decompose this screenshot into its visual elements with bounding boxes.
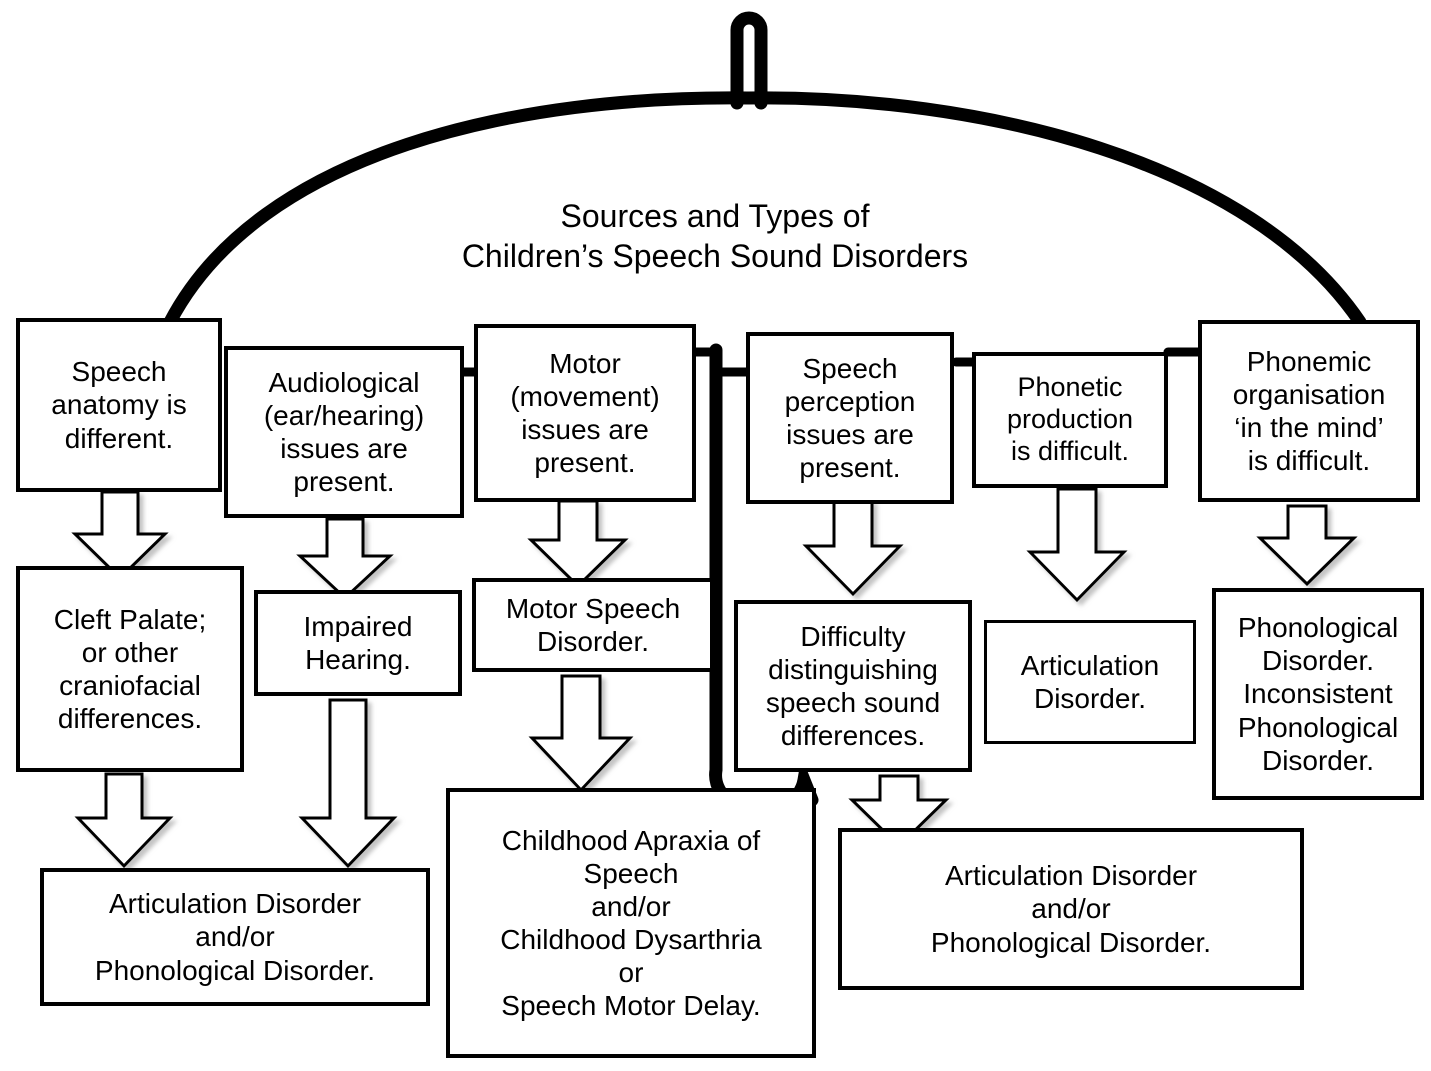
intermediate-box-articulation-disorder[interactable]: Articulation Disorder. xyxy=(984,620,1196,744)
arrow-motor-to-msd-icon xyxy=(527,499,629,589)
outcome-box-middle[interactable]: Childhood Apraxia of Speech and/or Child… xyxy=(446,788,816,1058)
arrow-phonetic-to-articulation-icon xyxy=(1026,487,1128,603)
arrow-perception-to-difficulty-icon xyxy=(802,499,904,597)
arrow-msd-to-outcome-icon xyxy=(528,674,634,793)
intermediate-box-phonological-disorder[interactable]: Phonological Disorder. Inconsistent Phon… xyxy=(1212,588,1424,800)
source-box-speech-anatomy[interactable]: Speech anatomy is different. xyxy=(16,318,222,492)
outcome-box-left[interactable]: Articulation Disorder and/or Phonologica… xyxy=(40,868,430,1006)
outcome-box-right[interactable]: Articulation Disorder and/or Phonologica… xyxy=(838,828,1304,990)
diagram-title: Sources and Types of Children’s Speech S… xyxy=(461,198,969,274)
arrow-difficulty-to-outcome-icon xyxy=(848,774,950,849)
intermediate-box-difficulty-distinguishing[interactable]: Difficulty distinguishing speech sound d… xyxy=(734,600,972,772)
source-box-speech-perception[interactable]: Speech perception issues are present. xyxy=(746,332,954,504)
source-box-phonemic-organisation[interactable]: Phonemic organisation ‘in the mind’ is d… xyxy=(1198,320,1420,502)
source-box-phonetic-production[interactable]: Phonetic production is difficult. xyxy=(972,352,1168,488)
arrow-phonemic-to-phonological-icon xyxy=(1256,504,1358,587)
intermediate-box-motor-speech-disorder[interactable]: Motor Speech Disorder. xyxy=(472,578,714,672)
umbrella-finial-icon xyxy=(730,11,768,110)
arrow-cleft-to-outcome-icon xyxy=(74,772,174,869)
source-box-audiological[interactable]: Audiological (ear/hearing) issues are pr… xyxy=(224,346,464,518)
source-box-motor[interactable]: Motor (movement) issues are present. xyxy=(474,324,696,502)
arrow-anatomy-to-cleft-icon xyxy=(71,490,169,581)
intermediate-box-cleft-palate[interactable]: Cleft Palate; or other craniofacial diff… xyxy=(16,566,244,772)
intermediate-box-impaired-hearing[interactable]: Impaired Hearing. xyxy=(254,590,462,696)
arrow-audiological-to-hearing-icon xyxy=(296,517,394,601)
umbrella-canopy-icon xyxy=(163,91,1367,329)
arrow-hearing-to-outcome-icon xyxy=(298,698,398,869)
